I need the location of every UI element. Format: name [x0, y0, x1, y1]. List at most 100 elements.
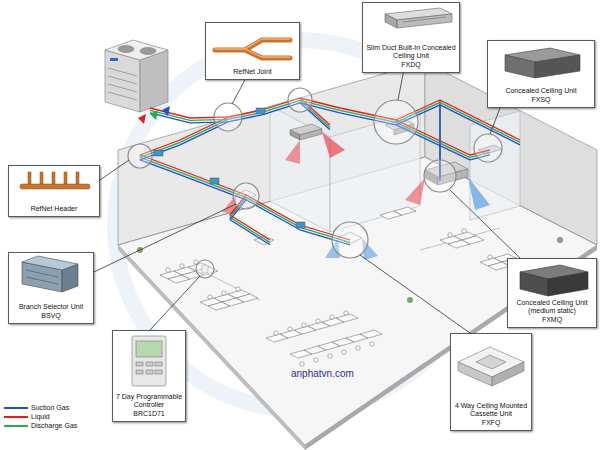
unit-name: RefNet Header [11, 205, 97, 213]
partition-wall [200, 106, 520, 300]
callout-text-group: Branch Selector UnitBSVQ [11, 303, 91, 320]
building-shell [118, 62, 597, 450]
model-code: BRC1D71 [115, 410, 183, 418]
magnifier-circle [128, 144, 152, 168]
chair [288, 327, 292, 331]
model-code: BSVQ [11, 312, 91, 320]
indoor-unit [300, 129, 322, 140]
air-flow [405, 178, 425, 205]
medium-static-unit-picture [520, 265, 588, 296]
outdoor-unit [108, 84, 137, 92]
unit-name: 4 Way Ceiling Mounted Cassette Unit [453, 402, 529, 418]
callout-text-group: Concealed Ceiling Unit (medium static)FX… [510, 299, 594, 324]
cassette-picture [458, 362, 492, 386]
medium-static-unit-picture [548, 272, 588, 296]
office-furniture [360, 330, 382, 338]
callout-text-group: 4 Way Ceiling Mounted Cassette UnitFXFQ [453, 402, 529, 427]
chair [166, 268, 170, 272]
callout-text-group: Concealed Ceiling UnitFXSQ [490, 87, 592, 104]
flow-marker [138, 114, 146, 124]
watermark-text: anphatvn.com [291, 368, 354, 379]
office-furniture [462, 236, 484, 244]
callout-text-group: RefNet Header [11, 205, 97, 213]
ceiling-unit-picture [535, 55, 580, 78]
magnifier-circle [128, 88, 502, 278]
legend-line-sample [4, 407, 28, 409]
refrigerant-pipe [140, 100, 520, 242]
refnet-header-picture [52, 172, 55, 184]
outdoor-unit [108, 92, 137, 100]
chair [488, 255, 492, 259]
chair [328, 354, 332, 358]
flow-marker [138, 106, 170, 124]
magnifier-circle [233, 183, 259, 209]
chair [370, 342, 374, 346]
chair [448, 233, 452, 237]
leader-line [150, 276, 200, 330]
controller-picture [136, 341, 162, 357]
outdoor-unit [105, 40, 168, 60]
leader-line [490, 108, 500, 134]
magnifier-circle [288, 88, 312, 112]
chair [274, 331, 278, 335]
callout-box: 7 Day Programmable ControllerBRC1D71 [112, 330, 186, 422]
chair [236, 287, 240, 291]
duct-unit-picture [403, 17, 446, 22]
model-code: FXMQ [510, 316, 594, 324]
duct-unit-picture [397, 14, 452, 28]
refnet-joint-picture [215, 40, 290, 58]
ceiling-unit-picture [505, 48, 580, 78]
controller-picture [146, 370, 153, 374]
indoor-unit [236, 119, 502, 245]
refnet-header-picture [20, 184, 90, 189]
air-flow [322, 132, 345, 158]
chair [316, 319, 320, 323]
outdoor-unit [105, 50, 140, 112]
callout-box: Concealed Ceiling UnitFXSQ [487, 40, 595, 108]
cassette-picture [458, 347, 524, 386]
chair [314, 358, 318, 362]
outdoor-unit [140, 50, 168, 112]
chair [462, 229, 466, 233]
unit-name: Concealed Ceiling Unit [490, 87, 592, 95]
leader-line [232, 80, 245, 104]
air-flow [222, 132, 490, 260]
chair [330, 315, 334, 319]
flow-marker [150, 110, 158, 120]
branch-selector [296, 222, 305, 228]
refnet-joint-picture [215, 39, 290, 57]
office-furniture [236, 294, 258, 302]
chair [166, 229, 492, 366]
controller-picture [136, 370, 143, 374]
plant [557, 237, 563, 243]
chair [180, 264, 184, 268]
leader-line [360, 255, 470, 333]
unit-name: 7 Day Programmable Controller [115, 393, 183, 409]
medium-static-unit-picture [520, 265, 588, 279]
controller-picture [132, 336, 166, 386]
branch-selector [210, 178, 219, 184]
leader-line [450, 190, 520, 258]
callout-box: Slim Duct Built-In Concealed Ceiling Uni… [362, 2, 460, 73]
air-flow [285, 140, 300, 164]
refnet-header-picture [76, 172, 79, 184]
chair [222, 291, 226, 295]
outdoor-unit [110, 58, 118, 61]
branch-selector-picture [62, 264, 78, 292]
legend-text: Liquid [31, 413, 50, 421]
cassette-picture [458, 347, 524, 377]
model-code: FXFQ [453, 419, 529, 427]
cassette-picture [476, 355, 506, 369]
outdoor-unit [140, 48, 156, 55]
model-code: FXDQ [365, 61, 457, 69]
building-shell [305, 245, 597, 450]
refnet-joint-picture [215, 39, 290, 58]
office-furniture [394, 207, 416, 215]
unit-name: Concealed Ceiling Unit (medium static) [510, 299, 594, 315]
legend-text: Suction Gas [31, 404, 69, 412]
medium-static-unit-picture [520, 272, 548, 296]
duct-unit-picture [385, 8, 452, 20]
controller-picture [136, 362, 143, 366]
unit-name: Branch Selector Unit [11, 303, 91, 311]
